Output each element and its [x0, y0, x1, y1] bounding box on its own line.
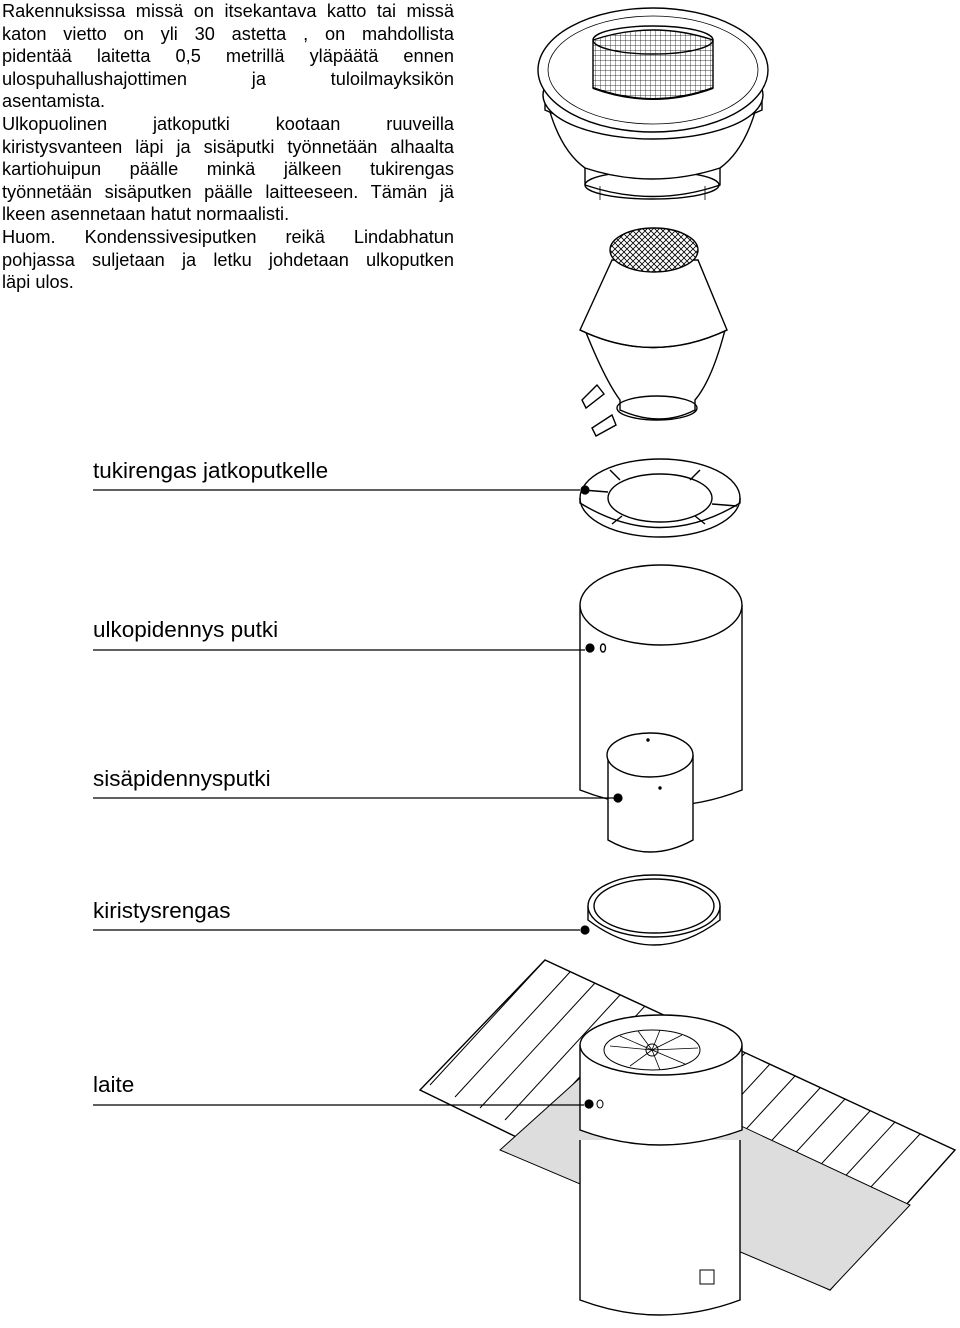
intro-line: työnnetään sisäputken päälle laitteeseen…: [2, 181, 454, 202]
diffuser-hood-drawing: [537, 7, 769, 200]
clamp-ring-label: kiristysrengas: [93, 898, 231, 923]
intro-line: Huom. Kondenssivesiputken reikä Lindabha…: [2, 226, 454, 247]
outer-extension-label: ulkopidennys putki: [93, 617, 279, 642]
inner-tube-drawing: [606, 732, 694, 853]
intro-line: Ulkopuolinen jatkoputki kootaan ruuveill…: [2, 113, 454, 134]
intro-line: ulospuhallushajottimen ja tuloilmayksikö…: [2, 68, 454, 89]
support-ring-label: tukirengas jatkoputkelle: [93, 458, 329, 483]
intro-line: lkeen asennetaan hatut normaalisti.: [2, 204, 290, 225]
clamp-ring-drawing: [587, 874, 721, 946]
unit-label: laite: [93, 1072, 135, 1097]
intro-line: kiristysvanteen läpi ja sisäputki työnne…: [2, 136, 454, 157]
intro-line: kartiohuipun päälle minkä jälkeen tukire…: [2, 159, 454, 180]
roof-and-unit-drawing: [418, 959, 957, 1316]
inner-extension-label: sisäpidennysputki: [93, 766, 271, 791]
cone-intake-drawing: [579, 227, 728, 437]
intro-line: Rakennuksissa missä on itsekantava katto…: [2, 1, 454, 21]
support-ring-drawing: [579, 458, 741, 538]
intro-line: pohjassa suljetaan ja letku johdetaan ul…: [2, 249, 454, 270]
intro-line: läpi ulos.: [2, 272, 74, 293]
intro-line: katon vietto on yli 30 astetta , on mahd…: [2, 23, 454, 44]
intro-line: pidentää laitetta 0,5 metrillä yläpäätä …: [2, 46, 454, 67]
leader-lines: [93, 485, 623, 1109]
intro-line: asentamista.: [2, 91, 106, 112]
intro-text: Rakennuksissa missä on itsekantava katto…: [2, 0, 454, 294]
